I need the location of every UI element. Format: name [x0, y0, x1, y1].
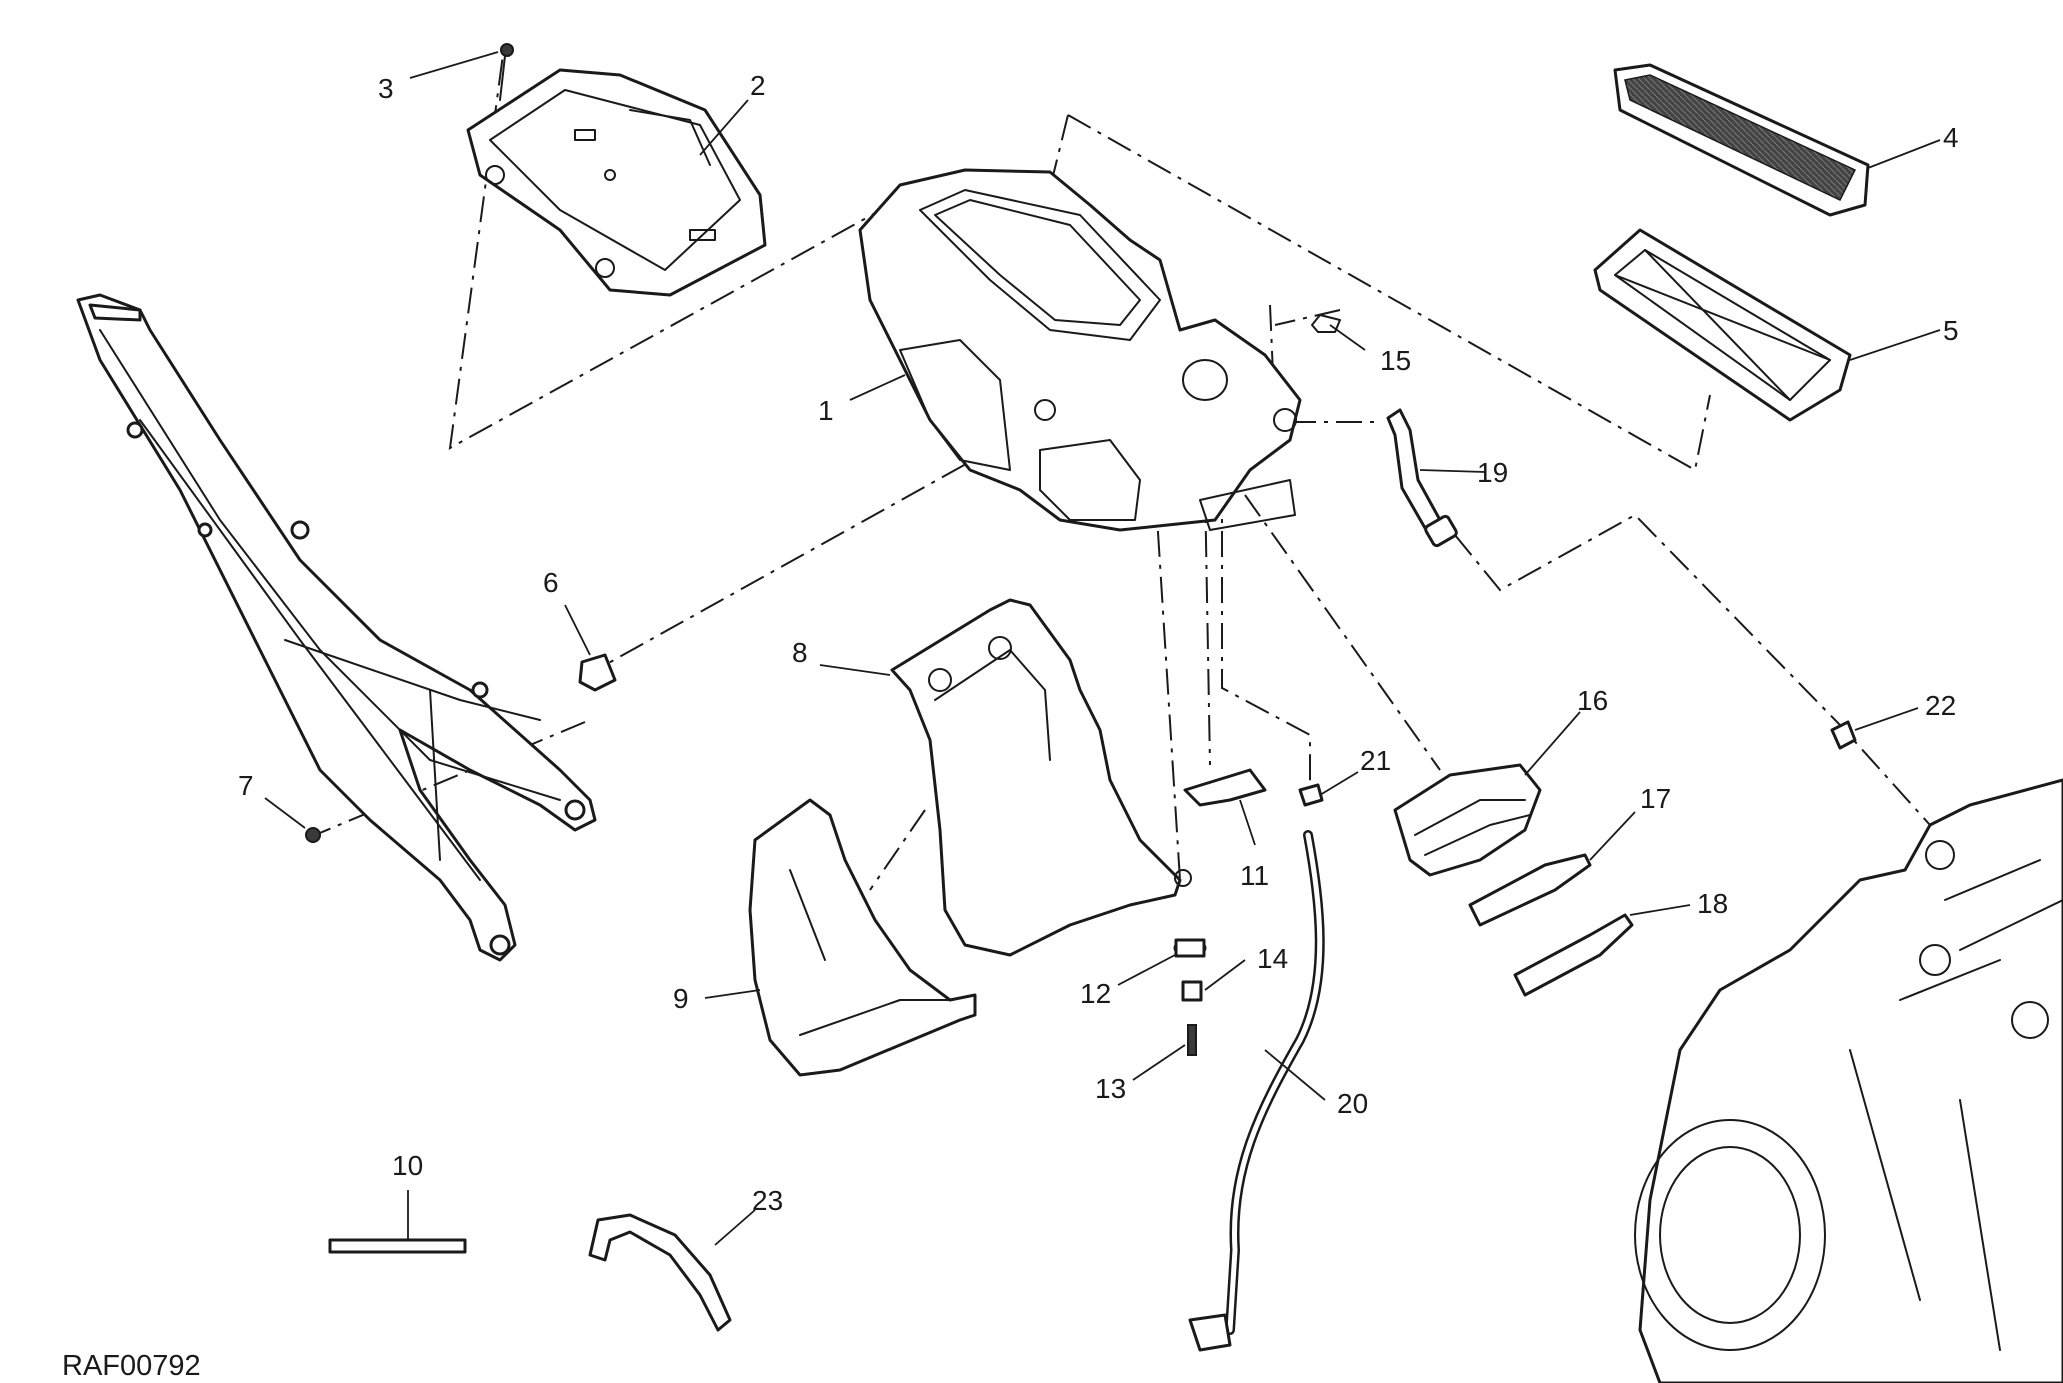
screw-3-part — [499, 43, 514, 101]
hose-clamp-18-part — [1513, 913, 1634, 997]
clip-15-part — [1311, 314, 1341, 333]
bush-14-part — [1181, 980, 1203, 1002]
air-filter-part — [1613, 63, 1870, 217]
callout-18: 18 — [1697, 888, 1728, 919]
callout-16: 16 — [1577, 685, 1608, 716]
callout-7: 7 — [238, 770, 254, 801]
callout-4: 4 — [1943, 122, 1959, 153]
screw-7-part — [305, 827, 321, 843]
heat-shield-8-part — [890, 598, 1192, 957]
intake-duct-16-part — [1393, 763, 1542, 877]
leader-lines — [264, 51, 1941, 1246]
callout-1: 1 — [818, 395, 834, 426]
hose-19-part — [1386, 408, 1458, 548]
callout-21: 21 — [1360, 745, 1391, 776]
drawing-reference-code: RAF00792 — [62, 1350, 201, 1382]
callout-10: 10 — [392, 1150, 423, 1181]
callout-2: 2 — [750, 70, 766, 101]
airbox-part — [858, 168, 1302, 532]
battery-tray-part — [466, 68, 767, 297]
heat-shield-9-part — [748, 798, 977, 1077]
grommet-12-part — [1173, 938, 1207, 958]
drain-hose-20-part — [1188, 830, 1325, 1352]
callout-9: 9 — [673, 983, 689, 1014]
callout-19: 19 — [1477, 457, 1508, 488]
callout-labels: 1 2 3 4 5 6 7 8 9 10 11 12 13 14 15 16 1… — [238, 70, 1959, 1216]
callout-17: 17 — [1640, 783, 1671, 814]
rubber-bush-6-part — [578, 653, 617, 692]
callout-8: 8 — [792, 637, 808, 668]
bracket-11-part — [1183, 768, 1267, 807]
label-10-part — [328, 1238, 467, 1254]
callout-6: 6 — [543, 567, 559, 598]
screw-13-part — [1187, 1024, 1197, 1056]
callout-5: 5 — [1943, 315, 1959, 346]
callout-14: 14 — [1257, 943, 1288, 974]
callout-23: 23 — [752, 1185, 783, 1216]
callout-13: 13 — [1095, 1073, 1126, 1104]
callout-22: 22 — [1925, 690, 1956, 721]
rear-subframe-part — [76, 293, 597, 962]
clip-22-part — [1830, 720, 1857, 750]
callout-15: 15 — [1380, 345, 1411, 376]
engine-part — [1634, 778, 2063, 1383]
callout-20: 20 — [1337, 1088, 1368, 1119]
callout-11: 11 — [1240, 860, 1269, 891]
filter-frame-part — [1593, 228, 1852, 422]
callout-12: 12 — [1080, 978, 1111, 1009]
strap-23-part — [588, 1213, 732, 1332]
callout-3: 3 — [378, 73, 394, 104]
clip-21-part — [1298, 783, 1324, 807]
hose-clamp-17-part — [1468, 853, 1592, 927]
